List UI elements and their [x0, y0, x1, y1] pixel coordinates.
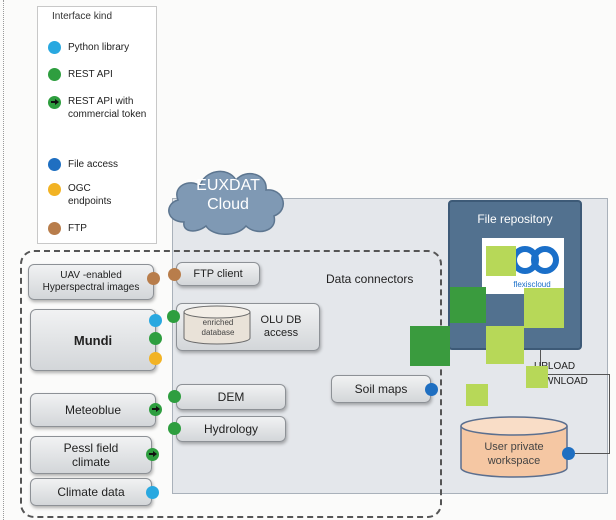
- left-border: [3, 0, 4, 520]
- olu-rest-icon: [167, 310, 180, 323]
- cloud-label: EUXDAT Cloud: [178, 176, 278, 214]
- climate-data-source-label: Climate data: [57, 484, 125, 499]
- legend-label-ftp: FTP: [68, 223, 87, 234]
- olu-database-label: enriched database: [201, 318, 235, 337]
- deco-square: [450, 287, 486, 323]
- olu-db-access-label: OLU DB access: [260, 314, 302, 339]
- uav-source-label: UAV -enabled Hyperspectral images: [42, 270, 140, 293]
- deco-square: [524, 288, 564, 328]
- ogc-endpoints-icon: [48, 183, 61, 196]
- database-cylinder-icon: [183, 305, 251, 345]
- data-connectors-region: [20, 250, 442, 518]
- soil-maps-file-icon: [425, 383, 438, 396]
- meteoblue-source-box: Meteoblue: [30, 393, 156, 427]
- cloud-line1: EUXDAT: [196, 177, 260, 194]
- workspace-cylinder-icon: [460, 416, 568, 478]
- legend: Interface kind Python library REST API R…: [37, 6, 157, 244]
- mundi-source-box: Mundi: [30, 309, 156, 371]
- python-library-icon: [48, 41, 61, 54]
- ftp-client-ftp-icon: [168, 268, 181, 281]
- mundi-ogc-icon: [149, 352, 162, 365]
- dem-label: DEM: [217, 389, 245, 404]
- ftp-client-label: FTP client: [193, 267, 243, 280]
- download-label: WNLOAD: [544, 376, 588, 387]
- euxdat-cloud-icon: [168, 170, 284, 235]
- workspace-file-icon: [562, 447, 575, 460]
- deco-square: [486, 326, 524, 364]
- pessl-source-box: Pessl field climate: [30, 436, 152, 474]
- pessl-source-label: Pessl field climate: [63, 441, 119, 469]
- uav-ftp-icon: [147, 272, 160, 285]
- download-line-v: [609, 374, 610, 454]
- soil-maps-label: Soil maps: [354, 381, 408, 396]
- uav-source-box: UAV -enabled Hyperspectral images: [28, 264, 154, 300]
- hydrology-box: Hydrology: [176, 416, 286, 442]
- legend-label-ogc: OGC endpoints: [68, 183, 112, 207]
- flexiscloud-logo-icon: [511, 246, 559, 274]
- workspace-line: [575, 453, 610, 454]
- meteoblue-token-icon: [149, 403, 162, 416]
- dem-box: DEM: [176, 384, 286, 410]
- rest-token-icon: [48, 96, 61, 109]
- flexiscloud-logo-text: flexiscloud: [513, 280, 551, 289]
- deco-square: [526, 366, 548, 388]
- data-connectors-label: Data connectors: [326, 272, 414, 286]
- legend-label-rest: REST API: [68, 69, 113, 80]
- meteoblue-source-label: Meteoblue: [64, 402, 122, 417]
- mundi-python-icon: [149, 314, 162, 327]
- legend-label-python: Python library: [68, 42, 130, 53]
- upload-label: UPLOAD: [534, 361, 576, 372]
- hydrology-rest-icon: [168, 422, 181, 435]
- file-access-icon: [48, 158, 61, 171]
- soil-maps-box: Soil maps: [331, 375, 431, 403]
- mundi-source-label: Mundi: [73, 332, 113, 348]
- hydrology-label: Hydrology: [203, 421, 259, 436]
- file-repository-title: File repository: [477, 212, 553, 226]
- legend-label-rest-token: REST API with commercial token: [68, 96, 147, 120]
- cloud-line2: Cloud: [207, 196, 249, 213]
- mundi-rest-icon: [149, 332, 162, 345]
- climate-data-source-box: Climate data: [30, 478, 152, 506]
- ftp-client-box: FTP client: [176, 262, 260, 286]
- deco-square: [486, 246, 516, 276]
- climate-python-icon: [146, 486, 159, 499]
- pessl-token-icon: [146, 448, 159, 461]
- rest-api-icon: [48, 68, 61, 81]
- deco-square: [410, 326, 450, 366]
- deco-square: [466, 384, 488, 406]
- workspace-label: User private workspace: [484, 441, 544, 467]
- legend-label-file: File access: [68, 159, 119, 170]
- legend-title: Interface kind: [52, 11, 113, 22]
- dem-rest-icon: [168, 390, 181, 403]
- upload-line: [540, 350, 541, 370]
- ftp-icon: [48, 222, 61, 235]
- download-line-h: [540, 374, 610, 375]
